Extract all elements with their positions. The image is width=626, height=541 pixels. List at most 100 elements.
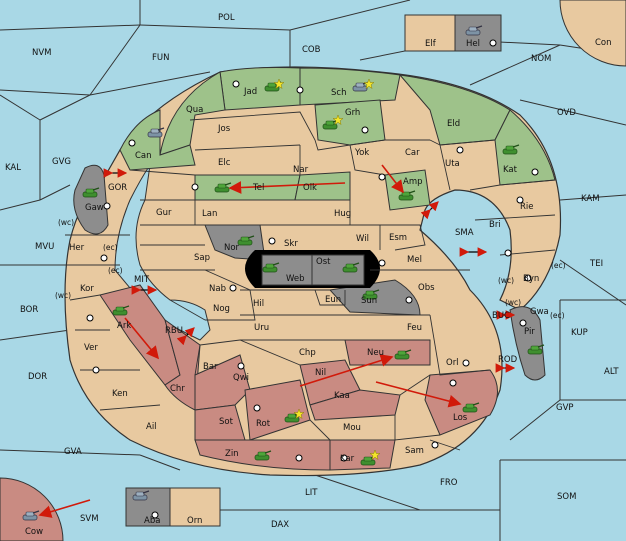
label-chr: Chr — [170, 384, 185, 394]
region-neu[interactable] — [344, 339, 431, 366]
sea-bor: BOR — [20, 305, 38, 315]
svg-text:(ec): (ec) — [108, 266, 123, 275]
label-ail: Ail — [146, 422, 157, 432]
label-ost: Ost — [316, 257, 331, 267]
label-eld: Eld — [447, 119, 460, 129]
sea-gor: GOR — [108, 183, 127, 193]
region-amp[interactable] — [384, 169, 431, 211]
province-borders — [65, 111, 556, 451]
label-her: Her — [69, 243, 85, 253]
svg-text:(ec): (ec) — [551, 261, 566, 270]
label-olk: Olk — [303, 183, 317, 193]
label-rot: Rot — [256, 419, 271, 429]
region-jad[interactable] — [219, 67, 301, 111]
label-can: Can — [135, 151, 152, 161]
label-chp: Chp — [299, 348, 316, 358]
label-neu: Neu — [367, 348, 384, 358]
label-nab: Nab — [209, 284, 226, 294]
label-gwa: Gwa — [530, 307, 549, 317]
region-aba[interactable] — [125, 487, 171, 527]
region-pir[interactable] — [509, 306, 546, 381]
label-ver: Ver — [84, 343, 98, 353]
region-grh[interactable] — [314, 99, 386, 146]
label-amp: Amp — [403, 177, 423, 187]
label-elc: Elc — [218, 158, 231, 168]
region-kaa[interactable] — [309, 389, 401, 421]
sea-cow: Cow — [25, 527, 43, 537]
sea-mit: MIT — [134, 275, 150, 285]
svg-text:(wc): (wc) — [498, 276, 514, 285]
province-labels: Jad Sch Qua Jos Grh Can Eld Yok Car Elc … — [69, 87, 549, 464]
label-feu: Feu — [407, 323, 422, 333]
sea-ovd: OVD — [557, 108, 576, 118]
region-con[interactable] — [559, 0, 626, 67]
svg-text:(wc): (wc) — [58, 218, 74, 227]
label-sap: Sap — [194, 253, 210, 263]
label-orl: Orl — [446, 358, 459, 368]
label-mou: Mou — [343, 423, 361, 433]
label-pir: Pir — [524, 327, 535, 337]
region-orn[interactable] — [169, 487, 221, 527]
label-rie: Rie — [520, 202, 534, 212]
sea-rbu: RBU — [165, 326, 183, 336]
sea-nvm: NVM — [32, 48, 52, 58]
region-can[interactable] — [119, 109, 196, 171]
sea-svm: SVM — [80, 514, 99, 524]
label-lan: Lan — [202, 209, 217, 219]
move-arrows — [38, 164, 462, 518]
label-ark: Ark — [117, 321, 131, 331]
sea-nom: NOM — [531, 54, 551, 64]
label-kar: Kar — [340, 454, 355, 464]
label-eun: Eun — [325, 295, 341, 305]
sea-rod: ROD — [498, 355, 518, 365]
label-bri: Bri — [489, 220, 501, 230]
sea-gva: GVA — [64, 447, 82, 457]
label-sam: Sam — [405, 446, 424, 456]
svg-text:(wc): (wc) — [505, 298, 521, 307]
region-gaw[interactable] — [73, 164, 109, 235]
label-qua: Qua — [186, 105, 203, 115]
sea-sma: SMA — [455, 228, 474, 238]
sea-fun: FUN — [152, 53, 169, 63]
sea-dax: DAX — [271, 520, 289, 530]
sea-kal: KAL — [5, 163, 21, 173]
region-qwi[interactable] — [194, 354, 251, 411]
label-byn: Byn — [523, 274, 539, 284]
label-ken: Ken — [112, 389, 128, 399]
supply-centers — [86, 39, 539, 519]
sea-lit: LIT — [305, 488, 318, 498]
label-nor: Nor — [224, 243, 240, 253]
region-kar[interactable] — [329, 439, 396, 471]
label-hug: Hug — [334, 209, 351, 219]
label-gaw: Gaw — [85, 203, 104, 213]
region-elf[interactable] — [404, 14, 456, 52]
label-sot: Sot — [219, 417, 234, 427]
region-qua[interactable] — [159, 71, 226, 156]
label-sch: Sch — [331, 88, 346, 98]
label-nar: Nar — [293, 165, 309, 175]
label-obs: Obs — [418, 283, 435, 293]
label-hil: Hil — [253, 299, 264, 309]
sea-som: SOM — [557, 492, 576, 502]
region-ost[interactable] — [311, 254, 365, 286]
label-sun: Sun — [361, 296, 377, 306]
label-mel: Mel — [407, 255, 422, 265]
label-gur: Gur — [156, 208, 172, 218]
sea-tei: TEI — [589, 259, 603, 269]
label-bar: Bar — [203, 362, 218, 372]
sea-kam: KAM — [581, 194, 600, 204]
sea-fro: FRO — [440, 478, 458, 488]
label-tel: Tel — [252, 183, 264, 193]
label-uru: Uru — [254, 323, 269, 333]
label-web: Web — [286, 274, 305, 284]
label-kor: Kor — [80, 284, 94, 294]
label-esm: Esm — [389, 233, 407, 243]
region-sch[interactable] — [299, 67, 401, 106]
sea-labels: POL NVM FUN COB NOM Con OVD KAL GVG KAM … — [5, 13, 619, 537]
sea-orn: Orn — [187, 516, 202, 526]
region-cow[interactable] — [0, 477, 64, 541]
svg-text:(wc): (wc) — [55, 291, 71, 300]
